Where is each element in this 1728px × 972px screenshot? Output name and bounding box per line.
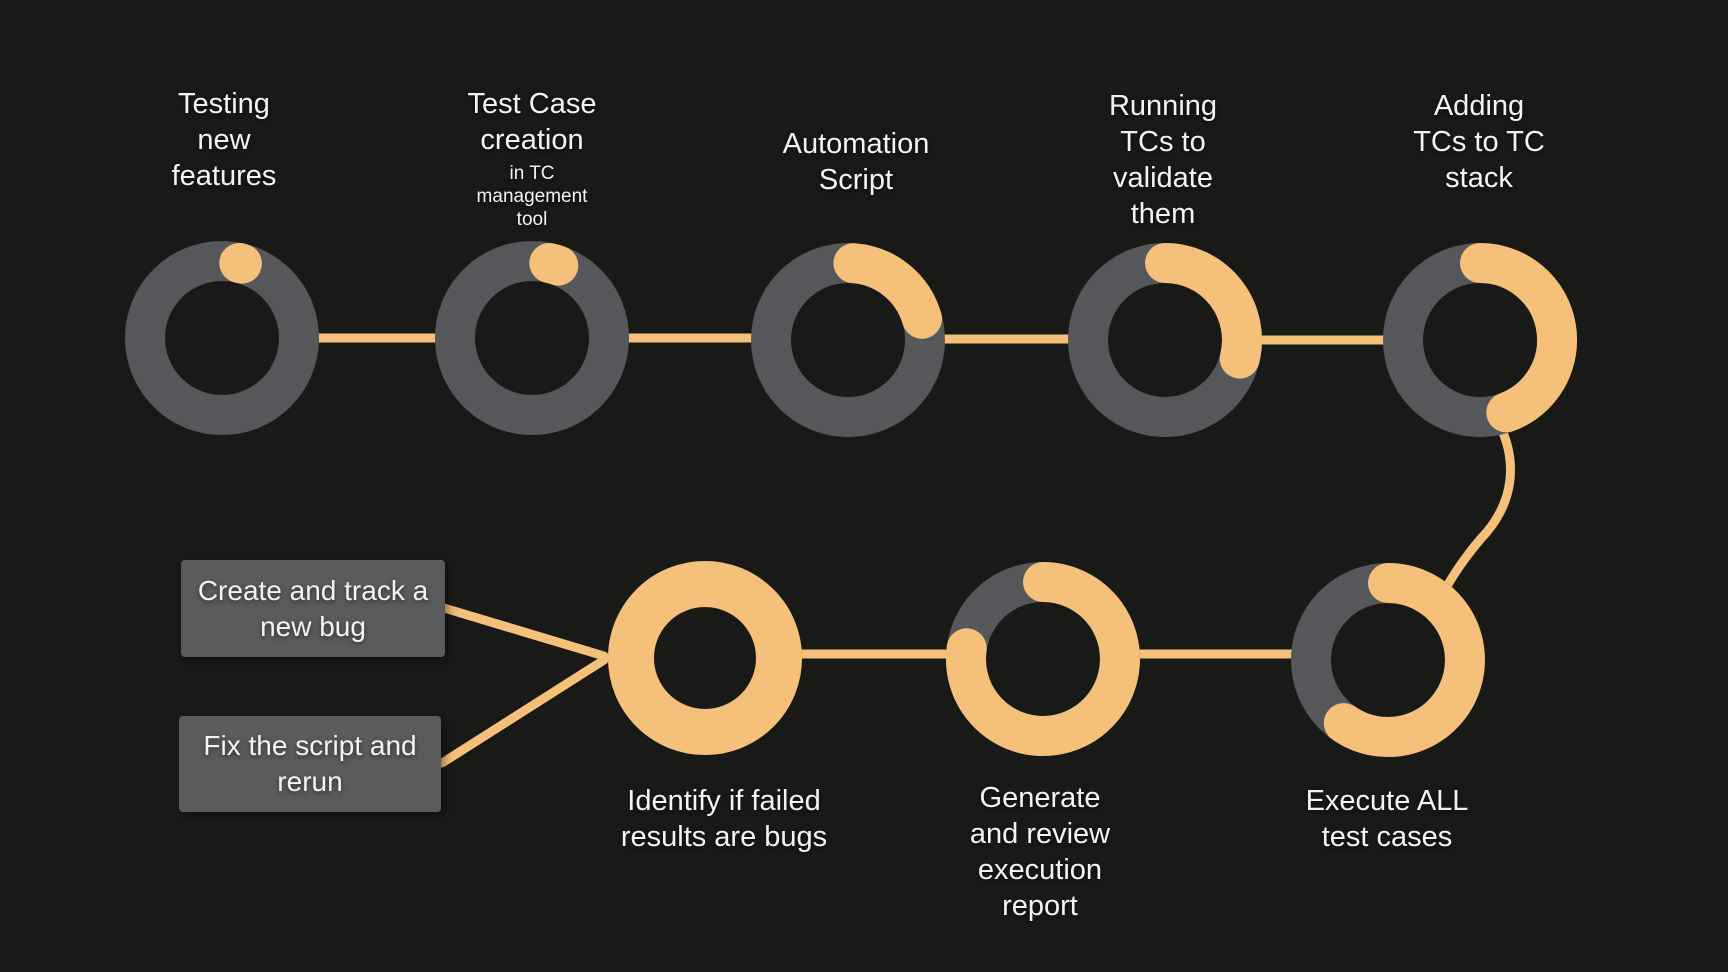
- ring-progress-arc: [946, 562, 1140, 756]
- node-sublabel-tc-management-tool: in TC management tool: [476, 163, 588, 230]
- ring-progress-arc: [529, 243, 579, 286]
- node-label-identify-failed-bugs: Identify if failed results are bugs: [620, 785, 828, 853]
- ring-track: [125, 241, 319, 435]
- node-label-generate-review-report: Generate and review execution report: [969, 782, 1111, 922]
- connector-node8-create-bug-box: [439, 603, 609, 661]
- stage-node-running-tcs-validate: [1068, 243, 1262, 437]
- stage-node-testing-new-features: [125, 241, 319, 435]
- ring-progress-arc: [219, 243, 262, 284]
- stage-node-identify-failed-bugs: [608, 561, 802, 755]
- node-label-execute-all-test-cases: Execute ALL test cases: [1305, 785, 1469, 853]
- ring-progress-arc: [1145, 243, 1262, 379]
- node-label-running-tcs-validate: Running TCs to validate them: [1108, 90, 1218, 230]
- ring-track: [435, 241, 629, 435]
- ring-progress-arc: [1323, 563, 1485, 757]
- ring-progress-arc: [1460, 243, 1578, 433]
- stage-node-generate-review-report: [946, 562, 1140, 756]
- node-label-testing-new-features: Testing new features: [171, 88, 277, 192]
- stage-node-test-case-creation: [435, 241, 629, 435]
- stage-node-automation-script: [751, 243, 945, 437]
- connector-node8-fix-script-box: [437, 655, 609, 768]
- connector-curve-node5-node6: [1441, 425, 1515, 593]
- callout-create-track-bug: Create and track a new bug: [181, 560, 445, 657]
- stage-node-adding-tcs-stack: [1383, 243, 1578, 437]
- node-label-adding-tcs-stack: Adding TCs to TC stack: [1413, 90, 1545, 194]
- stage-node-execute-all-test-cases: [1291, 563, 1485, 757]
- ring-progress-arc: [608, 561, 802, 755]
- ring-progress-arc: [833, 243, 942, 339]
- node-label-automation-script: Automation Script: [782, 128, 930, 196]
- callout-fix-script-rerun: Fix the script and rerun: [179, 716, 441, 812]
- node-label-test-case-creation: Test Case creation: [467, 88, 597, 156]
